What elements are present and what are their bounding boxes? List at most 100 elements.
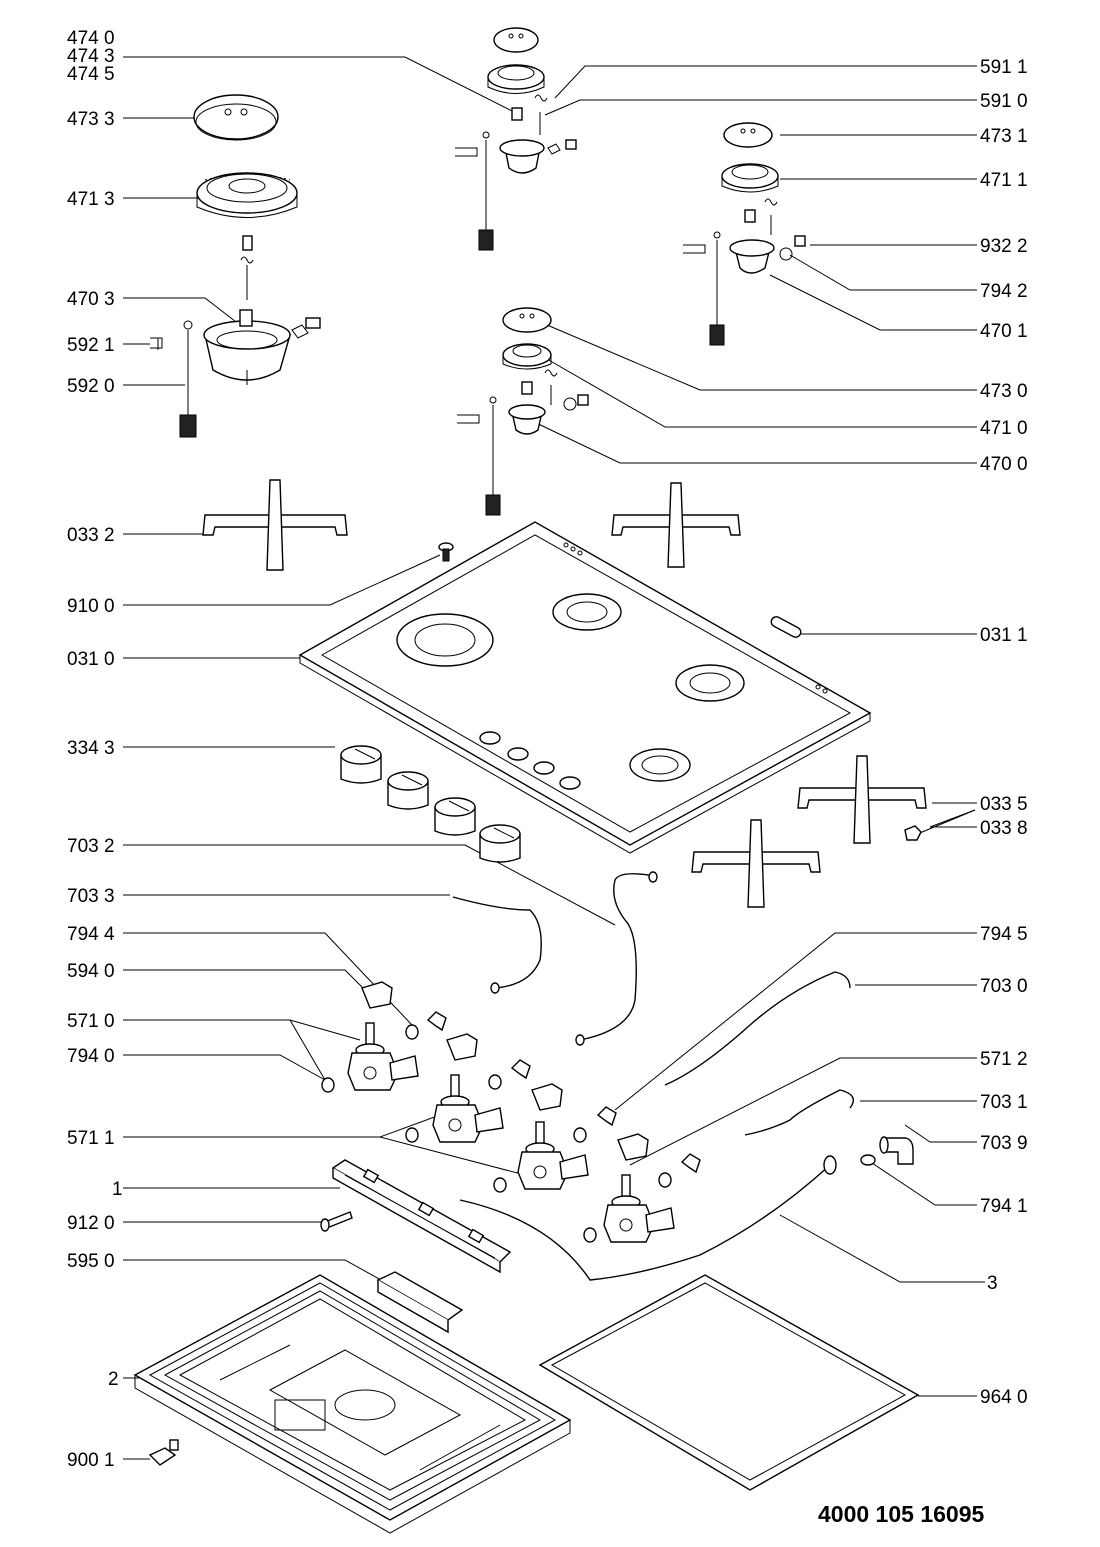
- pipe-703-0: [664, 971, 851, 1086]
- label-912-0: 912 0: [67, 1213, 115, 1234]
- leader-474: [123, 56, 521, 116]
- label-932-2: 932 2: [980, 236, 1028, 257]
- control-knobs: [340, 745, 521, 863]
- label-471-0: 471 0: [980, 418, 1028, 439]
- label-033-8: 033 8: [980, 818, 1028, 839]
- leader-571-2: [629, 1057, 977, 1166]
- label-470-3: 470 3: [67, 289, 115, 310]
- leader-591-0: [544, 99, 977, 116]
- leader-594-0: [123, 969, 366, 991]
- burner-cap-right: [723, 122, 773, 148]
- valve-3: [517, 1121, 589, 1190]
- labels-left: 474 0 474 3 474 5 473 3 471 3 470 3 592 …: [67, 28, 123, 1471]
- leader-471-0: [539, 354, 977, 428]
- knob-1: [340, 745, 382, 784]
- label-592-0: 592 0: [67, 376, 115, 397]
- leader-lines: [123, 56, 985, 1460]
- label-595-0: 595 0: [67, 1251, 115, 1272]
- burner-assembly-center: [457, 307, 589, 516]
- leader-571-1: [123, 1114, 441, 1138]
- screw-912-0: [320, 1211, 353, 1232]
- seal-gasket: [538, 1274, 920, 1491]
- label-2: 2: [108, 1369, 119, 1390]
- document-code: 4000 105 16095: [818, 1501, 984, 1527]
- burner-assembly-top: [455, 27, 577, 251]
- label-900-1: 900 1: [67, 1450, 115, 1471]
- label-591-1: 591 1: [980, 57, 1028, 78]
- label-571-2: 571 2: [980, 1049, 1028, 1070]
- label-473-3: 473 3: [67, 109, 115, 130]
- leader-794-4: [123, 932, 413, 1026]
- leader-703-2: [123, 844, 616, 926]
- pan-supports: [202, 479, 927, 908]
- leader-794-0: [123, 1054, 326, 1081]
- leader-470-1: [769, 274, 977, 331]
- pan-support-4: [691, 819, 821, 908]
- label-471-1: 471 1: [980, 170, 1028, 191]
- leader-473-0: [539, 321, 977, 391]
- label-794-4: 794 4: [67, 924, 115, 945]
- knob-4: [479, 824, 521, 863]
- label-794-0: 794 0: [67, 1046, 115, 1067]
- labels-right: 591 1 591 0 473 1 471 1 932 2 794 2 470 …: [980, 57, 1028, 1408]
- leader-703-9: [904, 1124, 977, 1143]
- label-571-0: 571 0: [67, 1011, 115, 1032]
- label-473-1: 473 1: [980, 126, 1028, 147]
- label-334-3: 334 3: [67, 738, 115, 759]
- leader-470-3: [123, 297, 241, 326]
- pan-support-1: [202, 479, 348, 571]
- label-794-2: 794 2: [980, 281, 1028, 302]
- knob-3: [434, 797, 476, 836]
- elbow-fitting: [879, 1136, 914, 1165]
- screw-top: [438, 542, 454, 562]
- burner-assembly-right: [683, 122, 806, 346]
- label-703-9: 703 9: [980, 1133, 1028, 1154]
- flame-spreader-top: [487, 64, 545, 90]
- pipe-703-1: [744, 1089, 854, 1136]
- leader-571-0: [123, 1019, 361, 1041]
- label-592-1: 592 1: [67, 335, 115, 356]
- label-594-0: 594 0: [67, 961, 115, 982]
- label-794-1: 794 1: [980, 1196, 1028, 1217]
- flame-spreader-center: [502, 343, 552, 367]
- valve-4: [603, 1174, 675, 1243]
- label-571-1: 571 1: [67, 1128, 115, 1149]
- label-964-0: 964 0: [980, 1387, 1028, 1408]
- leader-910-0: [123, 554, 441, 606]
- label-031-0: 031 0: [67, 649, 115, 670]
- rubber-foot: [904, 825, 922, 841]
- ignition-bracket: [331, 1159, 512, 1274]
- leader-3: [779, 1214, 985, 1283]
- label-703-2: 703 2: [67, 836, 115, 857]
- burner-cap-top: [493, 27, 539, 53]
- label-794-5: 794 5: [980, 924, 1028, 945]
- leader-595-0: [123, 1259, 391, 1286]
- valve-1: [347, 1022, 419, 1091]
- label-474-3: 474 3: [67, 46, 115, 67]
- pipe-703-2: [579, 873, 656, 1041]
- label-910-0: 910 0: [67, 596, 115, 617]
- gas-valves: [321, 981, 701, 1243]
- label-033-2: 033 2: [67, 525, 115, 546]
- label-033-5: 033 5: [980, 794, 1028, 815]
- label-3: 3: [987, 1273, 998, 1294]
- label-474-0: 474 0: [67, 28, 115, 49]
- label-703-3: 703 3: [67, 886, 115, 907]
- label-474-5: 474 5: [67, 64, 115, 85]
- nameplate-badge: [770, 616, 802, 638]
- label-470-1: 470 1: [980, 321, 1028, 342]
- hob-top-plate: [298, 521, 872, 854]
- leader-794-1: [871, 1162, 977, 1206]
- burner-assembly-large: [150, 94, 321, 438]
- label-591-0: 591 0: [980, 91, 1028, 112]
- leader-571-1b: [379, 1136, 526, 1176]
- burner-cap-center: [502, 307, 552, 333]
- clip-900-1: [148, 1439, 179, 1466]
- leader-591-1: [554, 65, 977, 99]
- valve-2: [432, 1074, 504, 1143]
- flame-spreader-right: [721, 163, 779, 189]
- knob-2: [387, 771, 429, 810]
- label-1: 1: [112, 1179, 123, 1200]
- leader-470-0: [529, 419, 977, 464]
